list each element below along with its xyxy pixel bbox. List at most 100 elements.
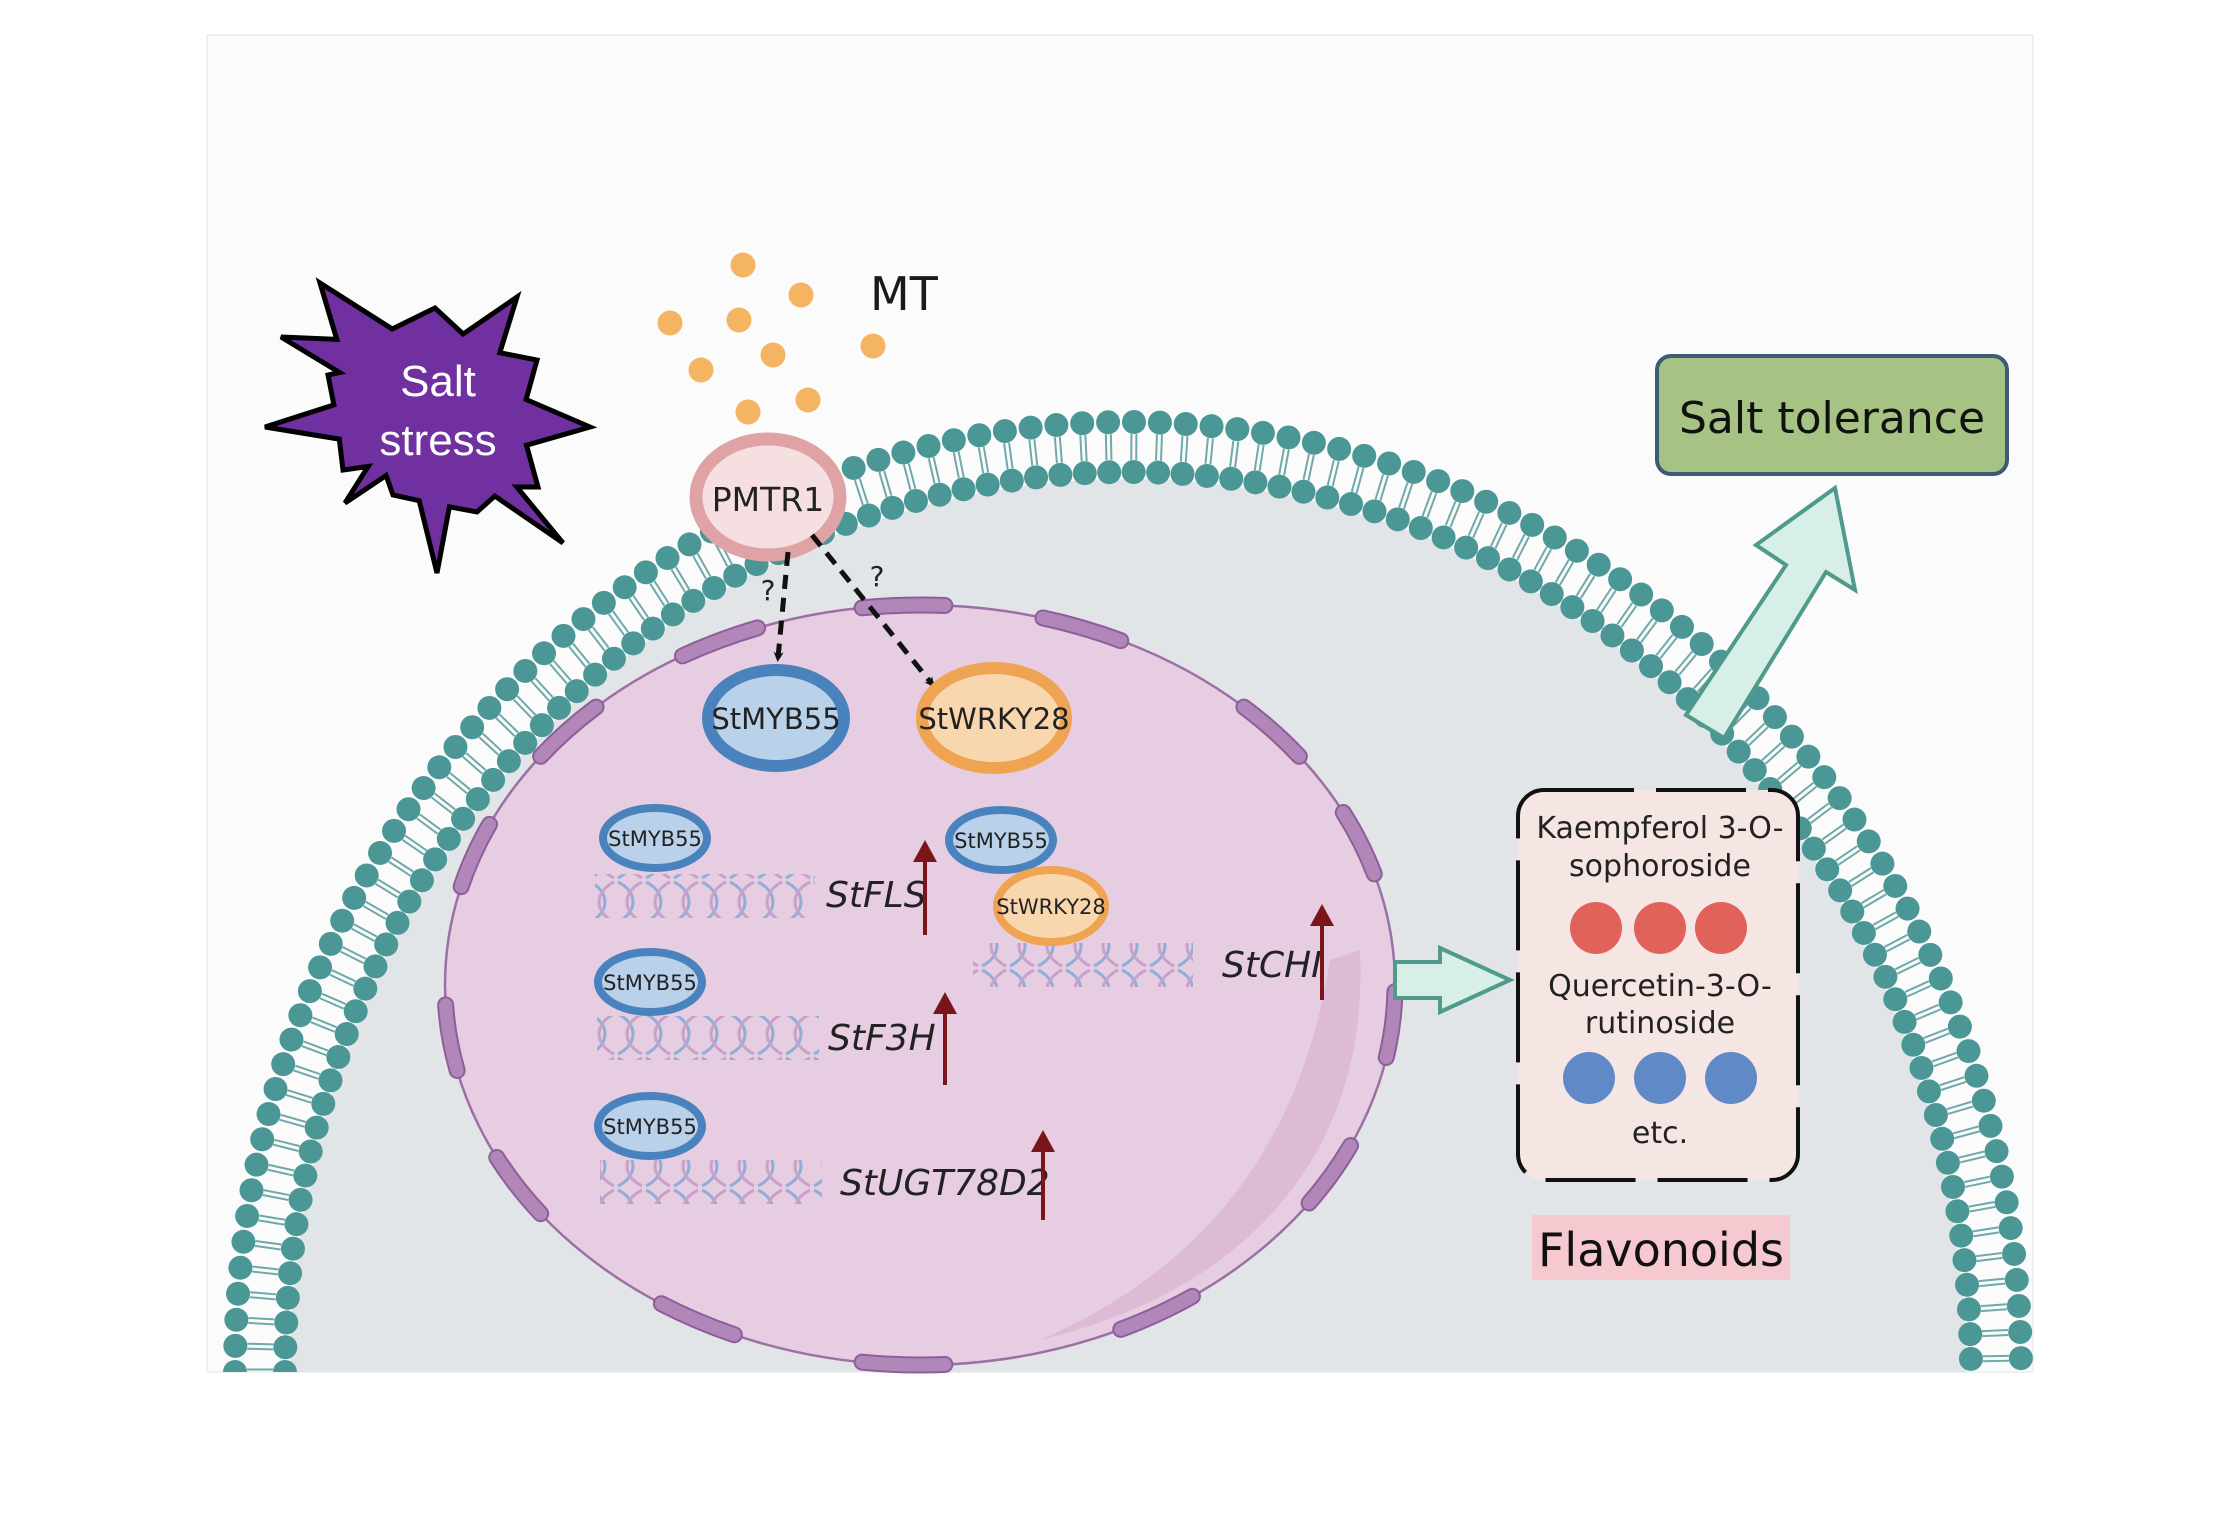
- gene-name: StFLS: [826, 875, 927, 916]
- lipid-head: [278, 1261, 302, 1285]
- mt-molecule: [761, 343, 786, 368]
- lipid-tail: [1111, 434, 1112, 460]
- lipid-head: [1828, 878, 1852, 902]
- lipid-head: [1476, 546, 1500, 570]
- lipid-head: [1999, 1216, 2023, 1240]
- lipid-head: [223, 1360, 247, 1384]
- lipid-head: [1019, 416, 1043, 440]
- lipid-head: [1958, 1322, 1982, 1346]
- lipid-head: [571, 607, 595, 631]
- lipid-head: [942, 428, 966, 452]
- lipid-head: [330, 909, 354, 933]
- lipid-head: [308, 955, 332, 979]
- lipid-head: [1171, 462, 1195, 486]
- lipid-head: [1948, 1015, 1972, 1039]
- lipid-head: [1302, 431, 1326, 455]
- lipid-head: [583, 663, 607, 687]
- stmyb55-label: StMYB55: [711, 702, 840, 736]
- lipid-head: [226, 1282, 250, 1306]
- lipid-head: [613, 575, 637, 599]
- lipid-head: [1122, 410, 1146, 434]
- lipid-head: [1763, 705, 1787, 729]
- lipid-head: [1276, 425, 1300, 449]
- lipid-head: [866, 448, 890, 472]
- lipid-head: [656, 546, 680, 570]
- lipid-head: [1352, 444, 1376, 468]
- lipid-head: [257, 1102, 281, 1126]
- lipid-head: [1945, 1199, 1969, 1223]
- question-mark-2: ?: [870, 560, 885, 593]
- lipid-head: [497, 749, 521, 773]
- compound1-name-line2: sophoroside: [1569, 849, 1751, 884]
- lipid-head: [1917, 1079, 1941, 1103]
- lipid-head: [1402, 460, 1426, 484]
- dna-helix: [595, 874, 815, 918]
- lipid-head: [299, 1140, 323, 1164]
- lipid-head: [397, 890, 421, 914]
- lipid-head: [1907, 920, 1931, 944]
- lipid-head: [305, 1116, 329, 1140]
- lipid-head: [993, 419, 1017, 443]
- lipid-head: [1883, 987, 1907, 1011]
- lipid-head: [552, 624, 576, 648]
- mt-molecule: [731, 253, 756, 278]
- gene-name: StUGT78D2: [840, 1163, 1050, 1204]
- lipid-head: [279, 1028, 303, 1052]
- lipid-head: [1727, 740, 1751, 764]
- lipid-head: [1815, 857, 1839, 881]
- lipid-head: [1608, 567, 1632, 591]
- lipid-head: [231, 1230, 255, 1254]
- receptor-label: PMTR1: [712, 480, 824, 519]
- mt-molecule: [796, 388, 821, 413]
- lipid-head: [1964, 1064, 1988, 1088]
- lipid-tail: [247, 1344, 273, 1345]
- salt-stress-label-line2: stress: [379, 416, 496, 465]
- lipid-head: [1639, 654, 1663, 678]
- lipid-tail: [248, 1323, 274, 1324]
- lipid-head: [443, 735, 467, 759]
- nuclear-pore: [862, 1362, 945, 1365]
- lipid-head: [1581, 609, 1605, 633]
- lipid-head: [547, 696, 571, 720]
- lipid-head: [928, 483, 952, 507]
- compound1-dots: [1570, 902, 1747, 954]
- lipid-tail: [248, 1318, 274, 1319]
- lipid-head: [223, 1334, 247, 1358]
- lipid-head: [1955, 1273, 1979, 1297]
- lipid-head: [602, 647, 626, 671]
- dna-helix: [973, 943, 1193, 987]
- lipid-tail: [1085, 435, 1086, 461]
- lipid-head: [451, 807, 475, 831]
- lipid-head: [641, 617, 665, 641]
- lipid-head: [281, 1237, 305, 1261]
- lipid-head: [1454, 536, 1478, 560]
- lipid-head: [530, 713, 554, 737]
- lipid-head: [1852, 921, 1876, 945]
- lipid-head: [2002, 1242, 2026, 1266]
- lipid-head: [1195, 464, 1219, 488]
- lipid-tail: [1156, 435, 1157, 461]
- stmyb55-factor: StMYB55: [708, 670, 844, 766]
- lipid-head: [1901, 1033, 1925, 1057]
- lipid-head: [1315, 486, 1339, 510]
- lipid-head: [382, 819, 406, 843]
- lipid-head: [2007, 1294, 2031, 1318]
- lipid-head: [1097, 460, 1121, 484]
- lipid-head: [1796, 745, 1820, 769]
- lipid-head: [967, 423, 991, 447]
- lipid-head: [1896, 897, 1920, 921]
- gene-name: StF3H: [828, 1018, 936, 1059]
- lipid-head: [2005, 1268, 2029, 1292]
- lipid-head: [1565, 539, 1589, 563]
- lipid-head: [274, 1311, 298, 1335]
- flavonoid-box: Kaempferol 3-O- sophoroside Quercetin-3-…: [1518, 790, 1798, 1180]
- pmtr1-receptor: PMTR1: [696, 439, 840, 555]
- lipid-head: [1450, 479, 1474, 503]
- lipid-head: [592, 591, 616, 615]
- lipid-head: [437, 827, 461, 851]
- nuclear-pore: [862, 605, 945, 608]
- lipid-head: [1000, 469, 1024, 493]
- lipid-head: [1243, 470, 1267, 494]
- lipid-head: [1979, 1114, 2003, 1138]
